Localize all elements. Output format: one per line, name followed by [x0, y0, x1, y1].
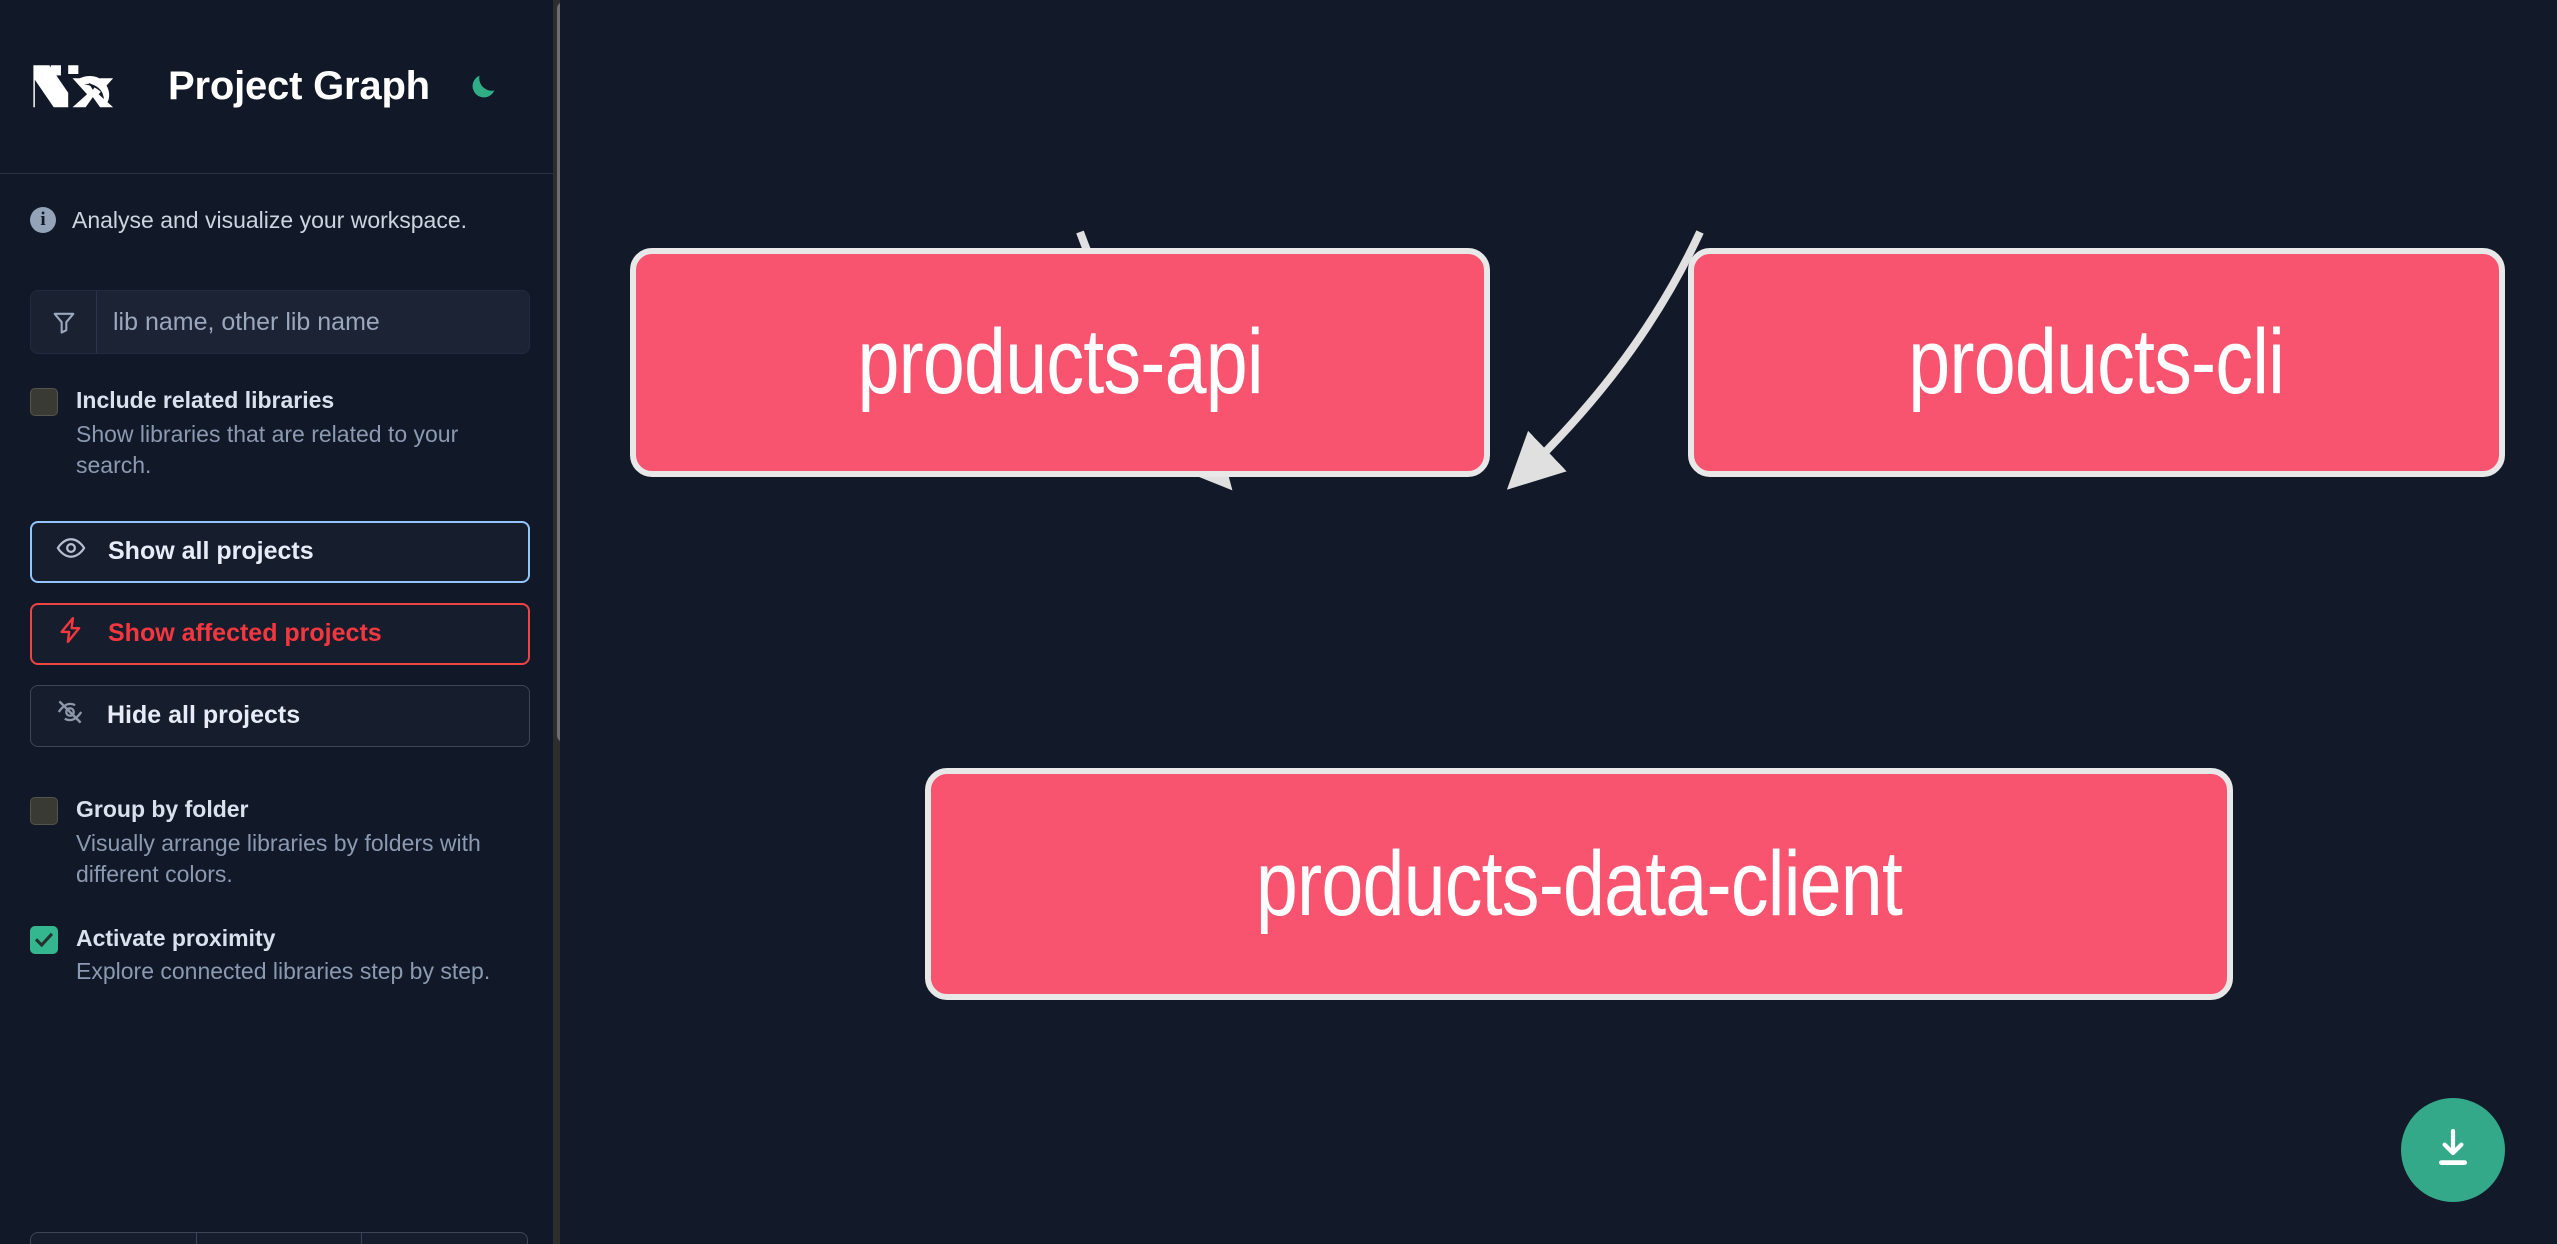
hide-all-projects-button[interactable]: Hide all projects — [30, 684, 530, 747]
include-related-libraries-checkbox[interactable] — [30, 388, 58, 416]
checkbox-label: Activate proximity — [76, 924, 276, 951]
hide-all-projects-label: Hide all projects — [107, 701, 301, 730]
eye-icon — [56, 533, 86, 570]
group-by-folder-texts: Group by folder Visually arrange librari… — [76, 795, 530, 890]
edge-products-cli-to-products-data-client — [1506, 230, 1704, 490]
lightning-icon — [56, 615, 86, 652]
visibility-button-group: Show all projects Show affected projects — [30, 520, 530, 747]
activate-proximity-checkbox[interactable] — [30, 925, 58, 954]
activate-proximity-texts: Activate proximity Explore connected lib… — [76, 924, 530, 988]
sidebar-header: Project Graph — [0, 0, 560, 174]
tagline-row: i Analyse and visualize your workspace. — [30, 174, 530, 266]
graph-node-products-cli[interactable]: products-cli — [1688, 248, 2505, 477]
search-input[interactable] — [97, 291, 529, 353]
proximity-stepper[interactable] — [30, 1232, 528, 1244]
sidebar-body: i Analyse and visualize your workspace. … — [0, 174, 560, 987]
graph-node-products-api[interactable]: products-api — [630, 248, 1490, 477]
checkbox-label: Include related libraries — [76, 387, 335, 413]
checkbox-description: Visually arrange libraries by folders wi… — [76, 829, 481, 887]
sidebar-scrollbar-thumb[interactable] — [557, 2, 560, 742]
page-title: Project Graph — [168, 64, 430, 108]
info-icon: i — [30, 207, 56, 233]
include-related-libraries-texts: Include related libraries Show libraries… — [76, 386, 530, 481]
node-label: products-api — [857, 311, 1263, 413]
group-by-folder-checkbox[interactable] — [30, 796, 58, 825]
node-label: products-data-client — [1255, 832, 1903, 935]
node-label: products-cli — [1908, 311, 2286, 413]
show-affected-projects-button[interactable]: Show affected projects — [30, 602, 530, 665]
download-graph-button[interactable] — [2401, 1098, 2505, 1202]
checkbox-description: Explore connected libraries step by step… — [76, 958, 491, 985]
sidebar-content: Project Graph i Analyse and visualize yo… — [0, 0, 560, 1244]
graph-canvas[interactable]: products-api products-cli products-data-… — [560, 0, 2557, 1244]
show-all-projects-label: Show all projects — [108, 537, 314, 566]
sidebar: Project Graph i Analyse and visualize yo… — [0, 0, 560, 1244]
proximity-stepper-segment-2[interactable] — [197, 1233, 363, 1244]
checkbox-group-by-folder[interactable]: Group by folder Visually arrange librari… — [30, 795, 530, 890]
download-icon — [2429, 1124, 2477, 1177]
checkbox-description: Show libraries that are related to your … — [76, 420, 459, 478]
search-bar[interactable] — [30, 290, 530, 354]
eye-off-icon — [55, 697, 85, 734]
show-affected-projects-label: Show affected projects — [108, 619, 382, 648]
checkbox-label: Group by folder — [76, 795, 249, 822]
graph-edges — [1076, 230, 1704, 491]
nx-logo-icon — [30, 58, 118, 116]
filter-funnel-icon — [31, 291, 97, 353]
graph-node-products-data-client[interactable]: products-data-client — [925, 768, 2233, 1000]
proximity-stepper-segment-1[interactable] — [31, 1233, 197, 1244]
tagline-text: Analyse and visualize your workspace. — [72, 206, 468, 233]
proximity-stepper-segment-3[interactable] — [362, 1233, 527, 1244]
checkbox-include-related-libraries[interactable]: Include related libraries Show libraries… — [30, 386, 530, 481]
sidebar-scrollbar-track[interactable] — [553, 0, 560, 1244]
show-all-projects-button[interactable]: Show all projects — [30, 520, 530, 583]
moon-icon[interactable] — [462, 66, 504, 108]
checkbox-activate-proximity[interactable]: Activate proximity Explore connected lib… — [30, 924, 530, 988]
